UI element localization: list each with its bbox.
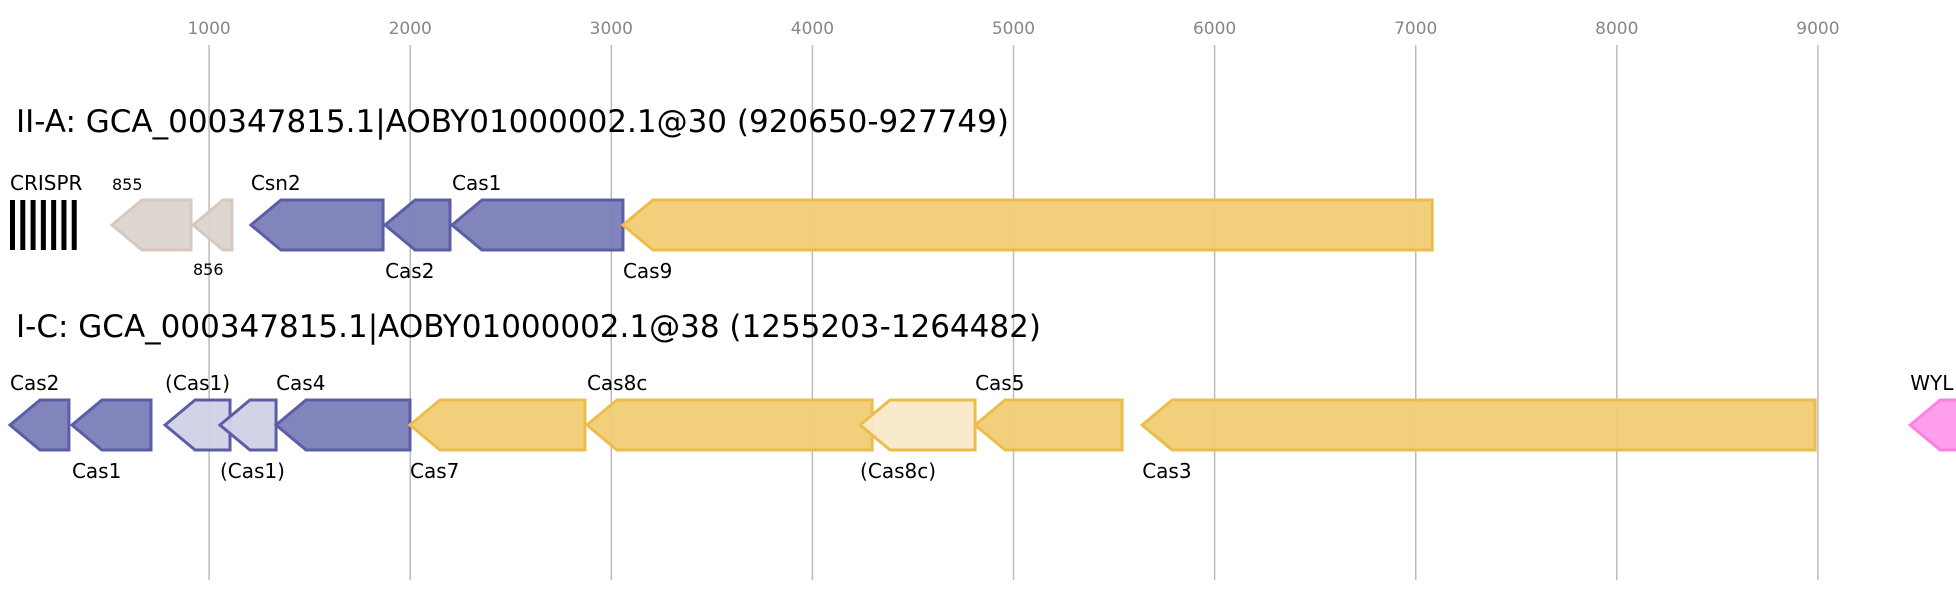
gene-label: Cas2 xyxy=(385,259,434,283)
gene-arrow-cas5 xyxy=(972,398,1124,452)
crispr-repeat xyxy=(71,200,77,250)
gene-arrow-855 xyxy=(109,198,193,252)
gene-label: Csn2 xyxy=(251,171,301,195)
crispr-repeat xyxy=(40,200,46,250)
crispr-repeat xyxy=(30,200,36,250)
crispr-label: CRISPR xyxy=(10,171,83,195)
gene-arrow-cas8c xyxy=(857,398,977,452)
gene-arrow-cas7 xyxy=(407,398,587,452)
gene-arrow-cas1 xyxy=(69,398,153,452)
axis-tick-label: 4000 xyxy=(791,19,834,39)
gene-arrow-cas2 xyxy=(382,198,452,252)
axis-tick-label: 5000 xyxy=(992,19,1035,39)
crispr-repeat xyxy=(10,200,16,250)
gene-label: 855 xyxy=(112,175,143,194)
gene-arrow-cas3 xyxy=(1139,398,1817,452)
gene-label: Cas1 xyxy=(72,459,121,483)
axis-tick-label: 1000 xyxy=(187,19,230,39)
gene-label: WYL xyxy=(1910,371,1954,395)
gene-label: 856 xyxy=(193,260,224,279)
axis-tick-label: 2000 xyxy=(389,19,432,39)
gene-arrow-856 xyxy=(190,198,234,252)
gene-label: Cas4 xyxy=(276,371,325,395)
gene-label: Cas9 xyxy=(623,259,672,283)
locus-title: I-C: GCA_000347815.1|AOBY01000002.1@38 (… xyxy=(16,309,1041,345)
axis-tick-label: 3000 xyxy=(590,19,633,39)
gene-label: Cas1 xyxy=(452,171,501,195)
axis-tick-label: 6000 xyxy=(1193,19,1236,39)
gene-arrow-cas1 xyxy=(449,198,625,252)
crispr-repeat xyxy=(61,200,67,250)
axis-tick-label: 8000 xyxy=(1595,19,1638,39)
gene-arrow-cas2 xyxy=(7,398,71,452)
crispr-repeat xyxy=(20,200,26,250)
gene-label: (Cas8c) xyxy=(860,459,936,483)
gene-label: (Cas1) xyxy=(165,371,230,395)
gene-arrow-cas4 xyxy=(273,398,412,452)
gene-label: Cas3 xyxy=(1142,459,1191,483)
gene-label: Cas2 xyxy=(10,371,59,395)
gene-arrow-wyl xyxy=(1907,398,1956,452)
gene-arrow-cas8c xyxy=(584,398,874,452)
gene-label: (Cas1) xyxy=(220,459,285,483)
gene-label: Cas8c xyxy=(587,371,647,395)
gene-arrow-csn2 xyxy=(248,198,385,252)
axis-tick-label: 9000 xyxy=(1796,19,1839,39)
gene-label: Cas7 xyxy=(410,459,459,483)
gene-arrow-cas9 xyxy=(620,198,1434,252)
crispr-repeat xyxy=(51,200,57,250)
locus-title: II-A: GCA_000347815.1|AOBY01000002.1@30 … xyxy=(16,104,1009,140)
axis-tick-label: 7000 xyxy=(1394,19,1437,39)
gene-label: Cas5 xyxy=(975,371,1024,395)
